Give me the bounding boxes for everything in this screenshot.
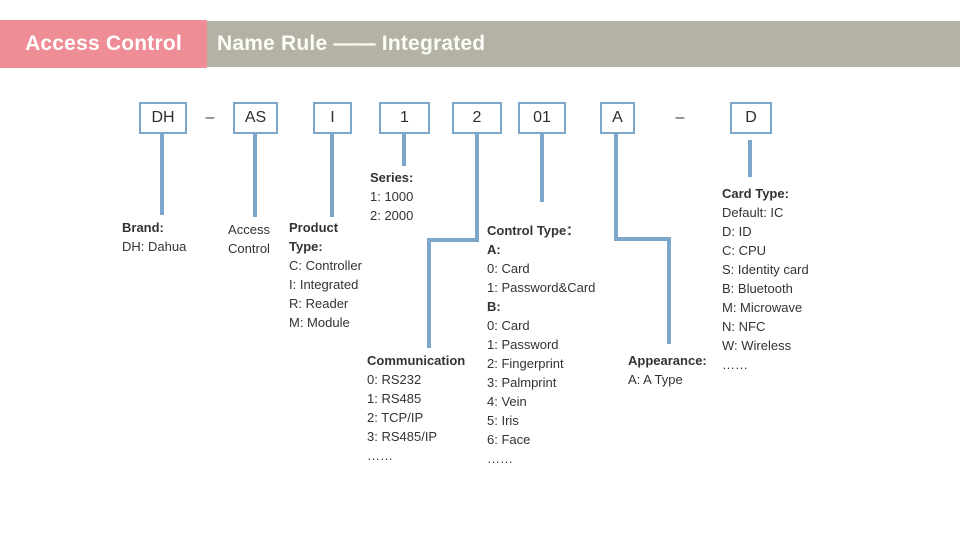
connector-communication-line-v1 bbox=[475, 134, 479, 240]
note-line: 2: 2000 bbox=[370, 208, 414, 223]
code-separator-2: – bbox=[675, 109, 685, 126]
code-separator-1: – bbox=[205, 109, 215, 126]
note-line: Control bbox=[228, 241, 270, 256]
note-line: Brand: bbox=[122, 220, 164, 235]
note-line: C: CPU bbox=[722, 243, 767, 258]
note-line: 0: Card bbox=[487, 261, 530, 276]
code-box-control-type: 01 bbox=[518, 102, 566, 134]
note-line: M: Module bbox=[289, 315, 350, 330]
note-line: 0: RS232 bbox=[367, 372, 422, 387]
note-appearance: Appearance: A: A Type bbox=[628, 351, 707, 389]
connector-communication-line-h bbox=[427, 238, 479, 242]
connector-control-line bbox=[540, 134, 544, 202]
code-box-communication: 2 bbox=[452, 102, 502, 134]
code-box-access: AS bbox=[233, 102, 278, 134]
code-box-card-type: D bbox=[730, 102, 772, 134]
note-line: …… bbox=[367, 448, 393, 463]
note-line: M: Microwave bbox=[722, 300, 803, 315]
category-tab: Access Control bbox=[0, 20, 207, 68]
connector-appearance-line-h bbox=[614, 237, 671, 241]
note-line: 3: Palmprint bbox=[487, 375, 557, 390]
note-line: Communication bbox=[367, 353, 466, 368]
note-line: 5: Iris bbox=[487, 413, 519, 428]
note-line: A: bbox=[487, 242, 501, 257]
note-series: Series: 1: 1000 2: 2000 bbox=[370, 168, 413, 225]
note-line: 1: Password bbox=[487, 337, 559, 352]
note-line: R: Reader bbox=[289, 296, 349, 311]
note-line: 6: Face bbox=[487, 432, 531, 447]
connector-appearance-line-v1 bbox=[614, 134, 618, 239]
note-line: 1: Password&Card bbox=[487, 280, 596, 295]
note-line: B: Bluetooth bbox=[722, 281, 793, 296]
note-line: Series: bbox=[370, 170, 414, 185]
note-card-type: Card Type: Default: IC D: ID C: CPU S: Ident… bbox=[722, 184, 809, 374]
note-line: 1: 1000 bbox=[370, 189, 414, 204]
connector-product-line bbox=[330, 134, 334, 217]
note-line: Type: bbox=[289, 239, 323, 254]
note-line: Default: IC bbox=[722, 205, 784, 220]
note-line: A: A Type bbox=[628, 372, 683, 387]
note-line: Control Type： bbox=[487, 223, 580, 238]
connector-series-line bbox=[402, 134, 406, 166]
connector-brand-line bbox=[160, 134, 164, 215]
note-line: D: ID bbox=[722, 224, 752, 239]
note-line: Card Type: bbox=[722, 186, 789, 201]
code-box-appearance: A bbox=[600, 102, 635, 134]
note-line: 0: Card bbox=[487, 318, 530, 333]
note-line: Product bbox=[289, 220, 339, 235]
connector-appearance-line-v2 bbox=[667, 237, 671, 344]
note-communication: Communication 0: RS232 1: RS485 2: TCP/IP 3:… bbox=[367, 351, 465, 465]
note-line: …… bbox=[722, 357, 748, 372]
slide-title: Name Rule —— Integrated bbox=[217, 32, 486, 55]
connector-card-line bbox=[748, 140, 752, 177]
note-line: I: Integrated bbox=[289, 277, 359, 292]
note-line: S: Identity card bbox=[722, 262, 809, 277]
code-box-series: 1 bbox=[379, 102, 430, 134]
note-line: Appearance: bbox=[628, 353, 707, 368]
note-line: B: bbox=[487, 299, 501, 314]
note-line: Access bbox=[228, 222, 270, 237]
note-line: C: Controller bbox=[289, 258, 362, 273]
note-brand: Brand: DH: Dahua bbox=[122, 218, 186, 256]
note-line: DH: Dahua bbox=[122, 239, 187, 254]
note-line: 4: Vein bbox=[487, 394, 527, 409]
note-line: 1: RS485 bbox=[367, 391, 422, 406]
note-line: N: NFC bbox=[722, 319, 766, 334]
connector-communication-line-v2 bbox=[427, 238, 431, 348]
connector-access-line bbox=[253, 134, 257, 217]
code-box-product-type: I bbox=[313, 102, 352, 134]
note-line: 2: TCP/IP bbox=[367, 410, 424, 425]
slide-title-bar: Name Rule —— Integrated bbox=[207, 21, 960, 67]
note-line: …… bbox=[487, 451, 513, 466]
code-box-brand: DH bbox=[139, 102, 187, 134]
note-line: W: Wireless bbox=[722, 338, 792, 353]
note-line: 2: Fingerprint bbox=[487, 356, 564, 371]
note-line: 3: RS485/IP bbox=[367, 429, 438, 444]
